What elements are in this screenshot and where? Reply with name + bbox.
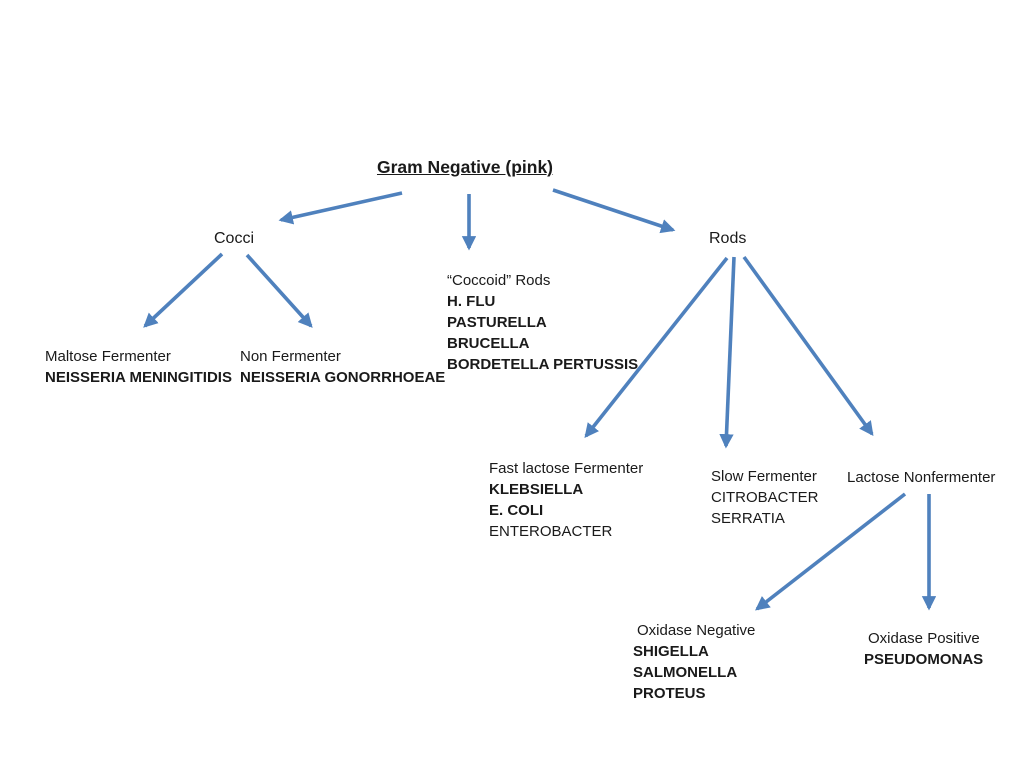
organism-bordetella-pertussis: BORDETELLA PERTUSSIS (447, 356, 639, 373)
node-non-fermenter: Non Fermenter NEISSERIA GONORRHOEAE (240, 346, 445, 388)
maltose-fermenter-label: Maltose Fermenter (45, 348, 171, 365)
organism-h-flu: H. FLU (447, 293, 496, 310)
node-slow-fermenter: Slow Fermenter CITROBACTER SERRATIA (711, 466, 819, 529)
arrow-rods-to-slow-fermenter (719, 256, 736, 449)
node-oxidase-negative: Oxidase Negative SHIGELLA SALMONELLA PRO… (633, 620, 755, 704)
organism-serratia: SERRATIA (711, 510, 785, 527)
arrow-rods-to-lactose-nonfermenter (742, 255, 874, 437)
organism-klebsiella: KLEBSIELLA (489, 481, 584, 498)
node-lactose-nonfermenter: Lactose Nonfermenter (847, 467, 995, 488)
fast-lactose-fermenter-label: Fast lactose Fermenter (489, 460, 644, 477)
node-gram-negative-title: Gram Negative (pink) (340, 156, 590, 178)
arrow-title-to-rods (552, 188, 676, 234)
arrow-cocci-to-maltose-fermenter (143, 252, 224, 328)
diagram-title: Gram Negative (pink) (376, 157, 554, 177)
coccoid-rods-label: “Coccoid” Rods (447, 272, 551, 289)
organism-pseudomonas: PSEUDOMONAS (864, 651, 984, 668)
node-oxidase-positive: Oxidase Positive PSEUDOMONAS (864, 628, 983, 670)
cocci-label: Cocci (214, 230, 255, 247)
node-maltose-fermenter: Maltose Fermenter NEISSERIA MENINGITIDIS (45, 346, 232, 388)
oxidase-positive-label: Oxidase Positive (868, 630, 980, 647)
organism-neisseria-meningitidis: NEISSERIA MENINGITIDIS (45, 369, 232, 386)
organism-proteus: PROTEUS (633, 685, 706, 702)
arrow-title-to-cocci (278, 191, 403, 225)
arrow-cocci-to-non-fermenter (245, 253, 313, 328)
organism-shigella: SHIGELLA (633, 643, 709, 660)
node-cocci: Cocci (214, 228, 254, 249)
organism-citrobacter: CITROBACTER (711, 489, 819, 506)
node-coccoid-rods: “Coccoid” Rods H. FLU PASTURELLA BRUCELL… (447, 270, 638, 375)
oxidase-negative-label: Oxidase Negative (637, 622, 756, 639)
slow-fermenter-label: Slow Fermenter (711, 468, 817, 485)
organism-neisseria-gonorrhoeae: NEISSERIA GONORRHOEAE (240, 369, 446, 386)
lactose-nonfermenter-label: Lactose Nonfermenter (847, 469, 996, 486)
rods-label: Rods (709, 230, 747, 247)
organism-enterobacter: ENTEROBACTER (489, 523, 613, 540)
non-fermenter-label: Non Fermenter (240, 348, 341, 365)
node-fast-lactose-fermenter: Fast lactose Fermenter KLEBSIELLA E. COL… (489, 458, 643, 542)
node-rods: Rods (709, 228, 746, 249)
organism-e-coli: E. COLI (489, 502, 544, 519)
organism-brucella: BRUCELLA (447, 335, 530, 352)
organism-salmonella: SALMONELLA (633, 664, 738, 681)
organism-pasturella: PASTURELLA (447, 314, 547, 331)
